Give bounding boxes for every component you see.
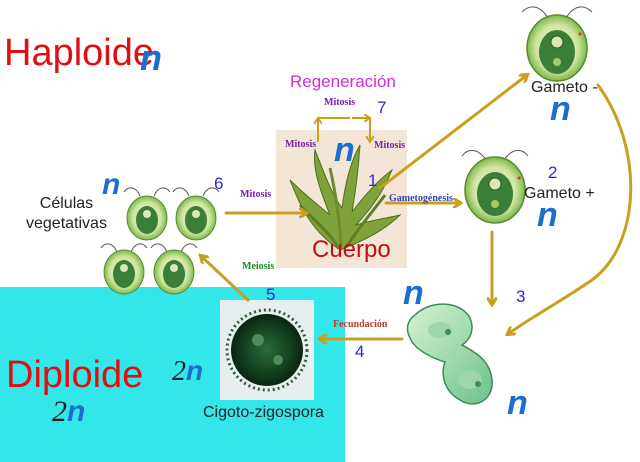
zygote-image <box>220 300 314 400</box>
gamete-plus-label: Gameto + <box>524 185 595 202</box>
diploid-ploidy: 2n <box>52 397 85 427</box>
zygote-n-symbol: n <box>186 355 204 386</box>
gamete-plus-n-symbol: n <box>537 196 558 234</box>
regeneration-arrows <box>318 118 370 142</box>
step-5: 5 <box>266 285 276 304</box>
diploid-two-symbol: 2 <box>52 395 67 428</box>
haploid-n-symbol: n <box>140 37 162 78</box>
arrow-meiosis <box>201 256 250 302</box>
gamete-minus-label: Gameto - <box>531 79 598 96</box>
regeneration-label: Regeneración <box>290 72 396 91</box>
fusion-n-symbol-bottom: n <box>507 384 528 422</box>
process-meiosis: Meiosis <box>242 261 275 272</box>
zygote-two-symbol: 2 <box>172 356 186 387</box>
step-7: 7 <box>377 98 387 117</box>
gamete-minus-image <box>521 6 593 82</box>
body-label: Cuerpo <box>312 236 391 263</box>
process-fertilization: Fecundación <box>333 319 388 330</box>
cycle-arrows <box>201 75 633 339</box>
vegetative-cells-image <box>100 187 220 295</box>
body-plant-image <box>276 130 407 268</box>
step-1: 1 <box>368 171 378 190</box>
step-4: 4 <box>355 342 365 361</box>
step-2: 2 <box>548 163 558 182</box>
gamete-fusion-image <box>385 283 525 413</box>
process-mitosis-right: Mitosis <box>374 140 406 151</box>
zygote-ploidy: 2n <box>172 357 203 386</box>
fusion-n-symbol-top: n <box>403 274 424 312</box>
step-6: 6 <box>214 174 224 193</box>
step-3: 3 <box>516 287 526 306</box>
gamete-minus-n-symbol: n <box>550 90 571 128</box>
process-mitosis-left: Mitosis <box>285 139 317 150</box>
gamete-plus-image <box>461 150 529 224</box>
process-mitosis-vegetative: Mitosis <box>240 189 272 200</box>
vegetative-n-symbol: n <box>102 168 121 201</box>
arrow-gamete-minus-around <box>508 83 633 334</box>
diploid-label: Diploide <box>6 354 144 396</box>
haploid-label: Haploide <box>4 32 154 74</box>
zygote-label: Cigoto-zigospora <box>203 404 324 421</box>
process-mitosis-top: Mitosis <box>324 97 356 108</box>
process-gametogenesis: Gametogénesis <box>389 193 453 204</box>
body-n-symbol: n <box>334 131 355 169</box>
diploid-n-symbol: n <box>67 395 86 428</box>
arrow-body-to-gamete-minus <box>378 75 527 190</box>
vegetative-label: Células vegetativas <box>26 195 107 232</box>
